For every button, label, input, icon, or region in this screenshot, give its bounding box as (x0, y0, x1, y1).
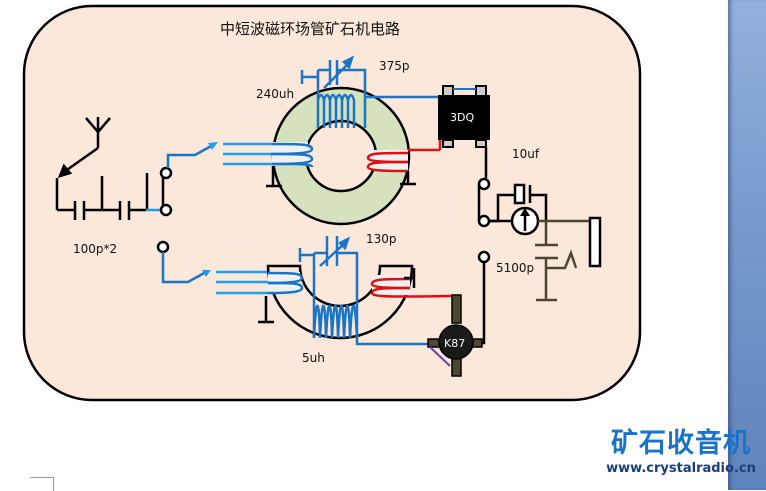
meter-icon (489, 206, 540, 236)
label-tuning-cap-bottom: 130p (366, 232, 397, 246)
label-antenna-caps: 100p*2 (73, 242, 117, 256)
tuning-coil-top-icon (300, 55, 440, 128)
label-inductor-bottom: 5uh (302, 351, 325, 365)
output-terminal-2 (477, 214, 491, 228)
label-bypass-cap: 5100p (496, 261, 534, 275)
watermark-title: 矿石收音机 (611, 428, 751, 459)
label-transistor-top: 3DQ (450, 111, 474, 124)
output-terminal-3 (477, 250, 491, 264)
earphone-icon (588, 216, 602, 268)
primary-coil-bottom-icon (267, 271, 304, 295)
window-sidebar (728, 0, 766, 490)
toroid-top-icon (271, 86, 411, 226)
label-tuning-cap-top: 375p (379, 59, 410, 73)
watermark-url: www.crystalradio.cn (606, 461, 756, 476)
switch-terminal-1 (159, 166, 173, 180)
antenna-capacitors-icon (55, 173, 149, 220)
site-watermark: 矿石收音机 www.crystalradio.cn (596, 428, 766, 478)
transistor-k87-icon: K87 (427, 294, 483, 377)
label-coupling-cap: 10uf (512, 147, 540, 161)
primary-coil-top-icon (271, 142, 314, 168)
earphone-circuit-icon (535, 219, 592, 302)
switch-terminal-2 (159, 203, 173, 217)
transistor-3dq-icon: 3DQ (438, 85, 490, 148)
output-terminal-1 (477, 177, 491, 191)
switch-terminal-3 (156, 240, 170, 254)
label-inductor-top: 240uh (256, 87, 294, 101)
tuning-coil-bottom-icon (298, 236, 440, 346)
antenna-icon (57, 117, 111, 178)
secondary-coil-bottom-icon (370, 275, 456, 298)
label-transistor-bottom: K87 (444, 337, 465, 350)
secondary-coil-top-icon (366, 140, 442, 173)
diagram-title: 中短波磁环场管矿石机电路 (220, 20, 400, 38)
page-corner-marker (30, 477, 54, 491)
